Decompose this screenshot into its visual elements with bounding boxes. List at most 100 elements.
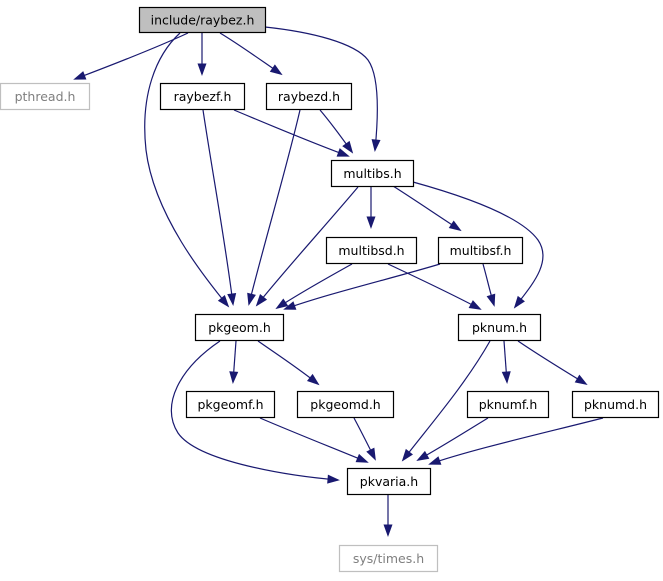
edge-line <box>219 32 282 75</box>
edge-multibs-to-multibsf <box>392 185 462 232</box>
edge-line <box>284 263 441 310</box>
arrowhead <box>371 139 381 152</box>
arrowhead <box>227 293 237 306</box>
arrowhead <box>428 456 442 465</box>
node-box <box>346 467 432 496</box>
node-box <box>466 390 550 419</box>
edge-raybez-to-pkgeom <box>144 32 230 308</box>
arrowhead <box>574 374 588 386</box>
edge-multibsf-to-pknum <box>482 263 496 307</box>
edge-line <box>233 109 349 157</box>
nodes-layer: include/raybez.h pthread.h raybezf.h raybez… <box>0 6 660 573</box>
arrowhead <box>366 216 376 229</box>
arrowhead <box>275 298 289 310</box>
arrowhead <box>73 71 87 80</box>
node-box <box>437 236 524 265</box>
edge-multibsd-to-pkgeom <box>275 263 353 310</box>
node-label: pkgeom.h <box>208 320 271 335</box>
edge-multibs-to-pkgeom <box>255 186 359 307</box>
node-label: pknumd.h <box>584 397 647 412</box>
edge-line <box>412 181 544 308</box>
node-box <box>330 159 415 188</box>
arrowhead <box>336 148 350 157</box>
arrowhead <box>269 64 283 76</box>
edge-line <box>417 417 489 461</box>
node-label: pthread.h <box>15 89 76 104</box>
arrowhead <box>401 448 413 462</box>
arrowhead <box>229 371 239 384</box>
edge-line <box>402 340 491 461</box>
arrowhead <box>448 220 462 232</box>
edges-layer <box>73 26 604 537</box>
arrowhead <box>255 293 268 307</box>
node-box <box>185 390 276 419</box>
node-systimes[interactable]: sys/times.h <box>338 544 439 573</box>
node-multibsd[interactable]: multibsd.h <box>325 236 418 265</box>
edge-pkgeomf-to-pkvaria <box>259 417 369 463</box>
edge-pknum-to-pknumf <box>501 340 511 384</box>
edge-line <box>170 340 339 481</box>
arrowhead <box>342 140 354 154</box>
edge-line <box>74 32 189 80</box>
node-label: raybezd.h <box>278 89 340 104</box>
node-pkgeom[interactable]: pkgeom.h <box>194 313 285 342</box>
edge-line <box>517 340 587 385</box>
node-raybez[interactable]: include/raybez.h <box>138 6 267 34</box>
edge-multibs-to-pknum <box>412 181 544 309</box>
node-label: raybezf.h <box>174 89 232 104</box>
arrowhead <box>355 453 369 463</box>
arrowhead <box>327 474 340 484</box>
node-pthread[interactable]: pthread.h <box>0 82 91 111</box>
edge-pkgeom-to-pkgeomd <box>257 340 320 386</box>
arrowhead <box>247 292 256 306</box>
edge-line <box>257 340 319 385</box>
arrowhead <box>306 373 320 386</box>
node-pknum[interactable]: pknum.h <box>457 313 542 342</box>
node-pknumf[interactable]: pknumf.h <box>466 390 550 419</box>
edge-line <box>429 417 604 465</box>
node-label: multibsf.h <box>450 243 512 258</box>
node-label: pkgeomd.h <box>310 397 380 412</box>
node-box <box>194 313 285 342</box>
edge-pknumf-to-pkvaria <box>416 417 489 461</box>
edge-raybezd-to-multibs <box>319 109 354 154</box>
node-label: pknumf.h <box>479 397 538 412</box>
edge-raybez-to-raybezd <box>219 32 283 76</box>
edge-line <box>248 109 301 305</box>
arrowhead <box>513 295 525 309</box>
edge-pkgeomd-to-pkvaria <box>353 417 376 461</box>
edge-raybezf-to-multibs <box>233 109 350 157</box>
arrowhead <box>283 301 297 310</box>
edge-raybez-to-pthread <box>73 32 189 80</box>
arrowhead <box>197 63 207 76</box>
arrowhead <box>366 447 376 461</box>
edge-line <box>264 26 378 151</box>
node-multibsf[interactable]: multibsf.h <box>437 236 524 265</box>
node-pkgeomd[interactable]: pkgeomd.h <box>296 390 395 419</box>
edge-raybez-to-raybezf <box>197 32 207 76</box>
node-box <box>325 236 418 265</box>
arrowhead <box>468 300 482 310</box>
node-box <box>265 82 353 111</box>
edge-pkvaria-to-systimes <box>383 494 393 537</box>
node-label: pkgeomf.h <box>197 397 263 412</box>
edge-pkgeom-to-pkgeomf <box>229 340 239 384</box>
node-raybezf[interactable]: raybezf.h <box>159 82 246 111</box>
arrowhead <box>383 524 393 537</box>
edge-raybezd-to-pkgeom <box>247 109 301 306</box>
node-pkvaria[interactable]: pkvaria.h <box>346 467 432 496</box>
edge-raybez-to-multibs <box>264 26 381 152</box>
edge-pknumd-to-pkvaria <box>428 417 604 465</box>
node-box <box>338 544 439 573</box>
node-box <box>0 82 91 111</box>
node-multibs[interactable]: multibs.h <box>330 159 415 188</box>
node-box <box>159 82 246 111</box>
node-raybezd[interactable]: raybezd.h <box>265 82 353 111</box>
arrowhead <box>217 295 230 308</box>
node-pknumd[interactable]: pknumd.h <box>571 390 660 419</box>
arrowhead <box>501 371 511 384</box>
edge-raybezf-to-pkgeom <box>202 109 237 306</box>
node-pkgeomf[interactable]: pkgeomf.h <box>185 390 276 419</box>
edge-pkgeom-to-pkvaria <box>170 340 340 484</box>
